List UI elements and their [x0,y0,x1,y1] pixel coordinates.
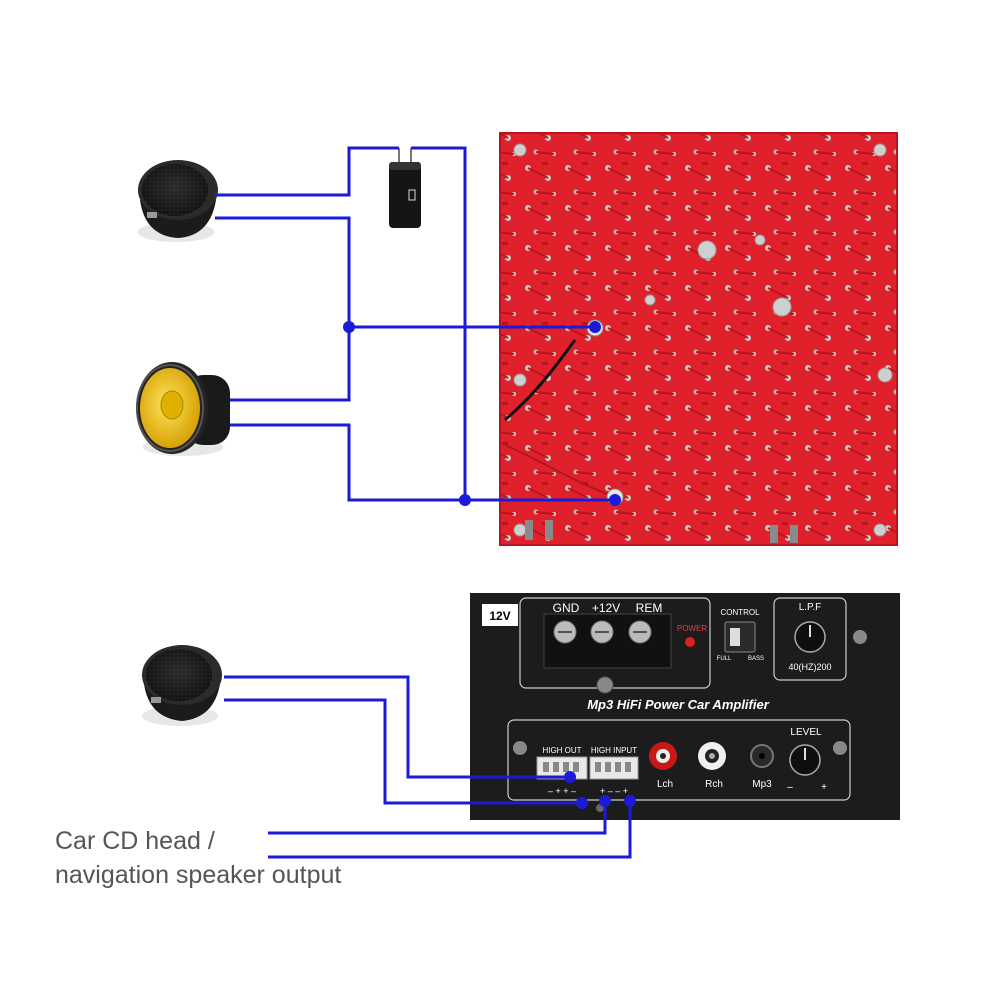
rch-label: Rch [705,779,723,790]
tweeter-icon [138,160,218,242]
wire-tweeter2-lower [224,698,582,805]
caption-line-2: navigation speaker output [55,861,342,889]
tweeter-icon [142,645,222,726]
gnd-label: GND [553,601,580,615]
level-plus-label: + [821,782,827,793]
wire-woofer-lower [230,423,615,502]
junction-dot [343,321,355,333]
wire-capacitor-right [411,146,467,500]
level-label: LEVEL [790,727,822,738]
junction-dot [589,321,601,333]
control-bass-label: BASS [748,656,764,662]
amplifier-panel-image [470,593,900,820]
control-label: CONTROL [720,608,760,617]
pcb-board-image [499,132,898,546]
wire-tweeter-lower [215,216,351,402]
junction-dot [624,795,636,807]
caption-line-1: Car CD head / [55,827,215,855]
wire-input-1 [268,801,607,835]
high-out-pins: – + + – [548,786,576,796]
woofer-icon [136,362,230,456]
high-out-label: HIGH OUT [542,746,581,755]
junction-dot [459,494,471,506]
lch-label: Lch [657,779,673,790]
junction-dot [564,771,576,783]
lpf-label: L.P.F [799,602,822,613]
mp3-label: Mp3 [752,779,772,790]
wire-junctions [343,321,636,809]
head-unit-caption: Car CD head / navigation speaker output [55,824,341,892]
rem-label: REM [636,601,663,615]
plus-12v-label: +12V [592,601,620,615]
wires [215,146,632,859]
voltage-badge: 12V [489,609,510,623]
level-minus-label: – [787,782,793,793]
junction-dot [599,795,611,807]
wire-tweeter2-upper [224,675,570,779]
power-label: POWER [677,624,707,633]
high-input-label: HIGH INPUT [591,746,637,755]
high-input-pins: + – – + [600,786,628,796]
amplifier-title: Mp3 HiFi Power Car Amplifier [587,697,769,712]
junction-dot [576,797,588,809]
wire-input-2 [268,801,632,859]
lpf-range-label: 40(HZ)200 [788,662,831,672]
wire-capacitor-left [215,146,399,197]
control-full-label: FULL [717,656,732,662]
capacitor-icon [389,148,421,228]
junction-dot [609,494,621,506]
